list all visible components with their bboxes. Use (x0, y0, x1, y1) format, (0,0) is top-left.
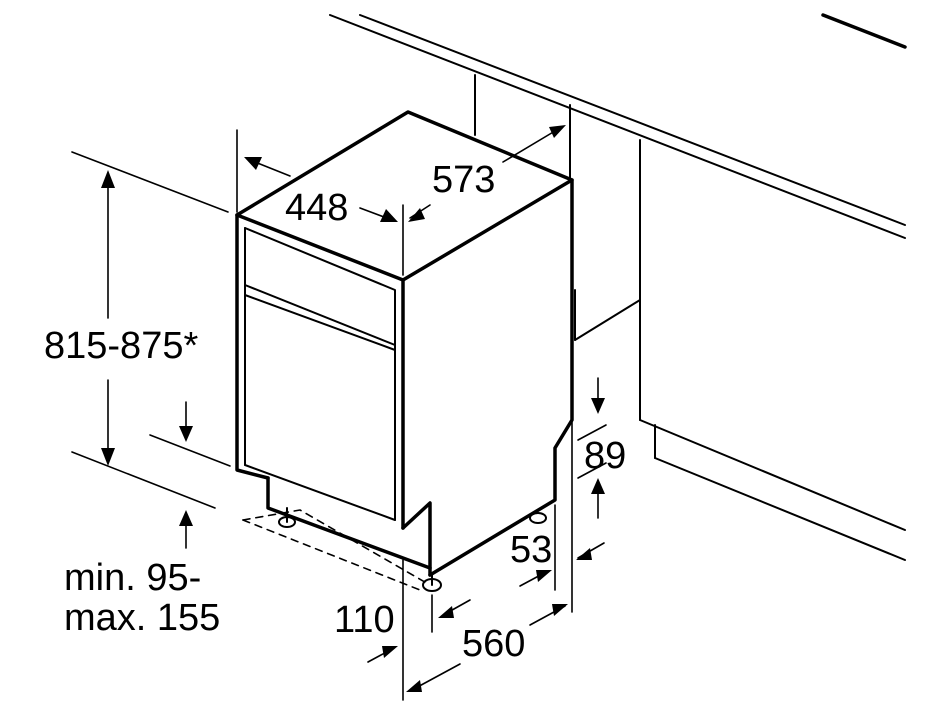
cabinet-context (329, 13, 907, 561)
toe-kick-height-label: 89 (584, 435, 626, 477)
plinth-max-label: max. 155 (64, 597, 220, 639)
arrowheads (101, 125, 605, 692)
plinth-min-label: min. 95- (64, 557, 201, 599)
foot-offset-front-label: 110 (334, 599, 395, 641)
foot-offset-side-label: 53 (510, 529, 552, 571)
depth-top-label: 573 (432, 159, 495, 201)
height-range-label: 815-875* (44, 325, 198, 367)
dimension-labels: 448 573 815-875* min. 95- max. 155 89 53… (44, 159, 626, 665)
appliance-body (235, 110, 574, 592)
depth-bottom-label: 560 (462, 623, 525, 665)
width-top-label: 448 (285, 187, 348, 229)
